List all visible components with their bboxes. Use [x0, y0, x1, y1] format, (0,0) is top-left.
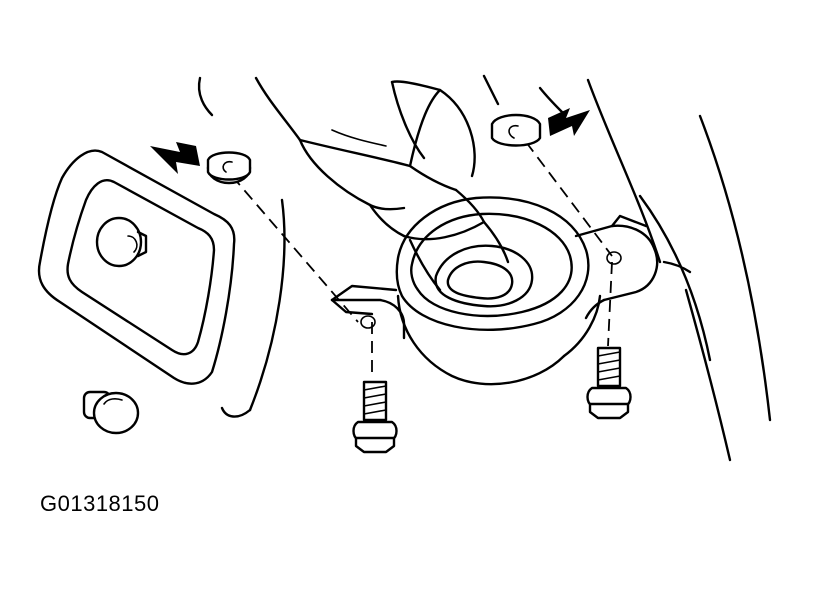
right-bolt: [586, 346, 632, 420]
left-arrow-icon: [150, 142, 200, 174]
panel-plug: [95, 216, 148, 268]
vehicle-body-outline: [197, 74, 772, 462]
right-nut: [490, 113, 542, 147]
alignment-lines: [231, 141, 613, 378]
access-cover-panel: [37, 149, 236, 385]
left-nut: [206, 151, 252, 185]
left-bolt: [352, 380, 398, 454]
propeller-shaft: [298, 80, 510, 292]
spare-grommet: [82, 390, 140, 435]
right-arrow-icon: [548, 108, 590, 136]
center-support-bearing: [395, 196, 602, 386]
figure-id-label: G01318150: [40, 491, 160, 516]
bearing-bracket: [330, 214, 659, 340]
